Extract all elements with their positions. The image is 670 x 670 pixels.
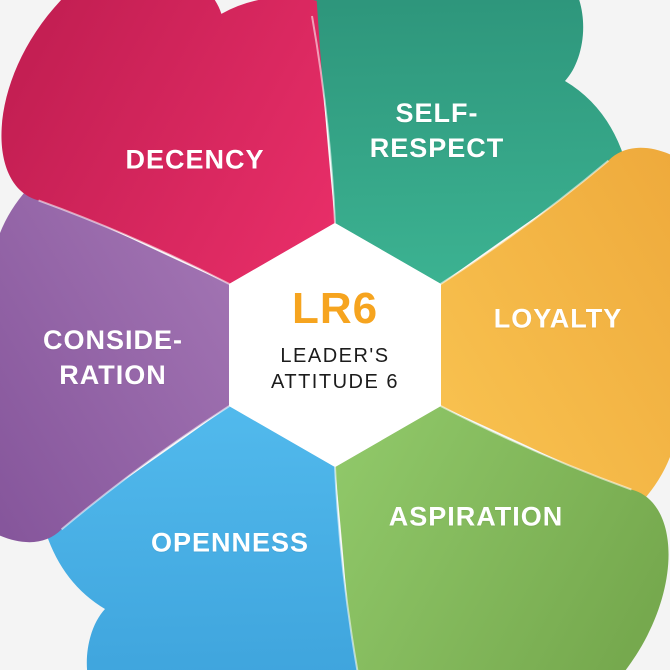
segment-label-line: CONSIDE- <box>42 325 184 355</box>
segment-label-line: LOYALTY <box>493 303 623 334</box>
center-code: LR6 <box>291 284 379 333</box>
segment-label-aspiration: ASPIRATION <box>389 500 564 535</box>
center-subtitle-line: ATTITUDE 6 <box>271 371 399 393</box>
segment-label-self-respect: SELF- RESPECT <box>370 96 505 166</box>
segment-label-line: RATION <box>59 360 167 390</box>
segment-label-line: OPENNESS <box>150 527 310 558</box>
segment-label-openness: OPENNESS <box>151 526 309 561</box>
segment-label-line: RESPECT <box>369 133 505 163</box>
center-subtitle: LEADER'S ATTITUDE 6 <box>271 343 399 395</box>
segment-label-line: DECENCY <box>125 144 265 175</box>
segment-label-line: ASPIRATION <box>388 501 564 532</box>
center-subtitle-line: LEADER'S <box>280 345 390 367</box>
segment-label-consideration: CONSIDE- RATION <box>43 323 183 393</box>
center-hexagon <box>229 223 441 467</box>
segment-label-line: SELF- <box>395 98 479 128</box>
segment-label-loyalty: LOYALTY <box>494 302 623 337</box>
center-text-block: LR6 LEADER'S ATTITUDE 6 <box>271 287 399 395</box>
segment-label-decency: DECENCY <box>125 143 264 178</box>
